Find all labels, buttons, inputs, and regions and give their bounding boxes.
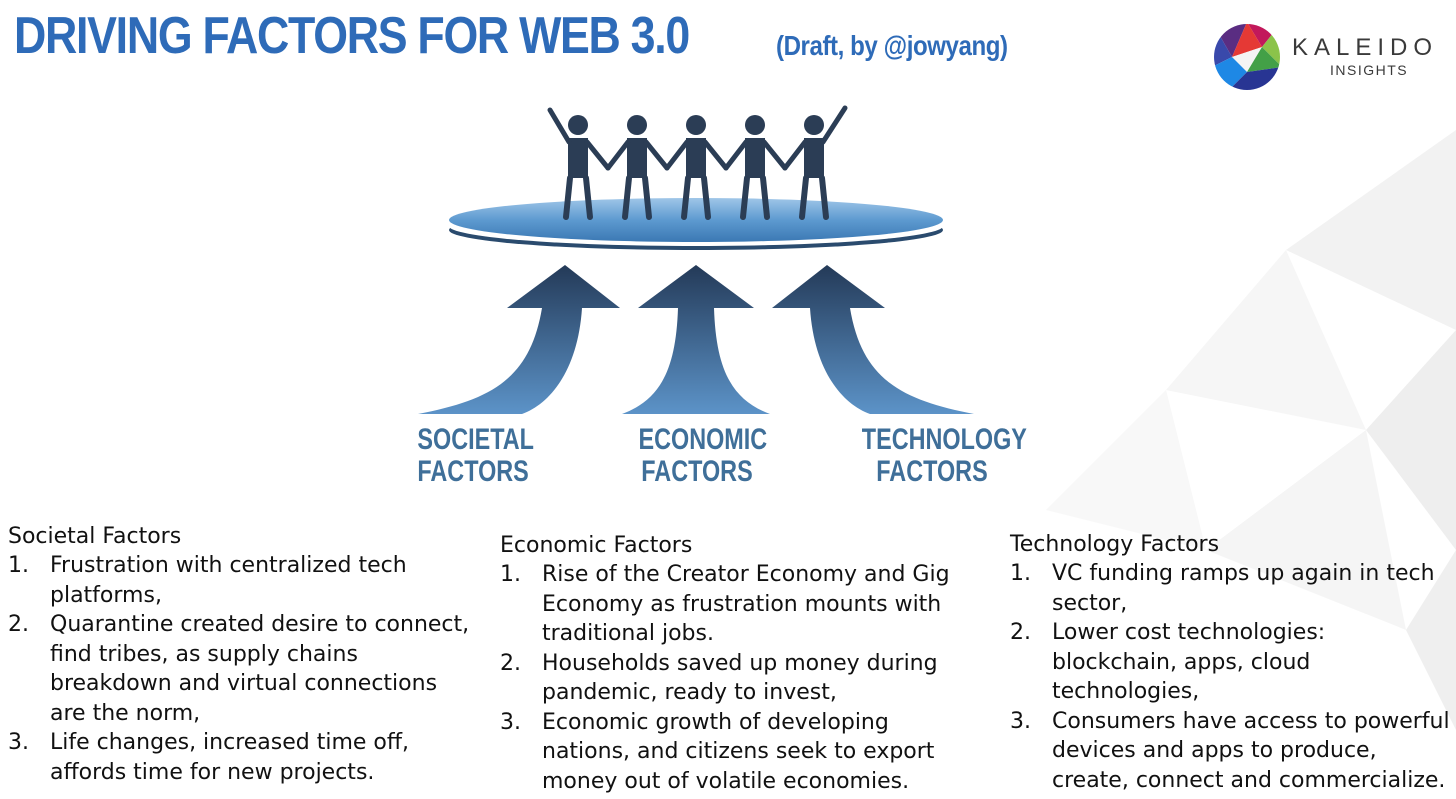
factor-list: 1.VC funding ramps up again in tech sect…: [1010, 559, 1454, 795]
logo-wordmark: KALEIDO: [1292, 34, 1439, 61]
kaleido-logo: KALEIDO INSIGHTS: [1212, 22, 1456, 94]
person-icon: [782, 105, 848, 220]
person-icon: [723, 115, 788, 220]
platform: [449, 198, 943, 242]
list-item: 1.Rise of the Creator Economy and Gig Ec…: [500, 562, 950, 646]
factors-diagram: [418, 105, 974, 414]
arrow-economic-icon: [622, 265, 770, 414]
person-icon: [664, 115, 729, 220]
logo-tagline: INSIGHTS: [1330, 62, 1409, 78]
arrow-technology-icon: [772, 265, 974, 414]
list-item: 2.Households saved up money during pande…: [500, 650, 938, 706]
list-item: 3.Economic growth of developing nations,…: [500, 709, 935, 794]
label-technology-factors: TECHNOLOGY FACTORS: [861, 423, 1027, 488]
page-subtitle: (Draft, by @jowyang): [776, 30, 1008, 61]
page-title-row: DRIVING FACTORS FOR WEB 3.0: [14, 6, 799, 66]
list-item: 2.Lower cost technologies: blockchain, a…: [1010, 620, 1326, 704]
factor-list: 1.Rise of the Creator Economy and Gig Ec…: [500, 560, 980, 796]
page-title: DRIVING FACTORS FOR WEB 3.0: [14, 7, 690, 65]
kaleido-logo-mark-icon: [1214, 24, 1280, 90]
list-item: 1.VC funding ramps up again in tech sect…: [1010, 561, 1435, 616]
column-heading: Economic Factors: [500, 533, 693, 558]
societal-factors-column: Societal Factors 1.Frustration with cent…: [8, 522, 478, 787]
label-societal-factors: SOCIETAL FACTORS: [417, 423, 534, 488]
label-economic-factors: ECONOMIC FACTORS: [638, 423, 768, 488]
economic-factors-column: Economic Factors 1.Rise of the Creator E…: [500, 531, 980, 796]
column-heading: Technology Factors: [1010, 532, 1220, 557]
background-facets: [1046, 130, 1456, 730]
arrow-societal-icon: [418, 265, 620, 414]
list-item: 3.Life changes, increased time off, affo…: [8, 730, 410, 785]
list-item: 3.Consumers have access to powerful devi…: [1010, 708, 1450, 793]
factor-list: 1.Frustration with centralized tech plat…: [8, 551, 478, 787]
list-item: 2.Quarantine created desire to connect, …: [8, 612, 470, 726]
person-icon: [547, 107, 611, 220]
people-group-icon: [547, 105, 848, 220]
technology-factors-column: Technology Factors 1.VC funding ramps up…: [1010, 530, 1454, 795]
person-icon: [605, 115, 670, 220]
list-item: 1.Frustration with centralized tech plat…: [8, 553, 407, 608]
column-heading: Societal Factors: [8, 524, 182, 549]
